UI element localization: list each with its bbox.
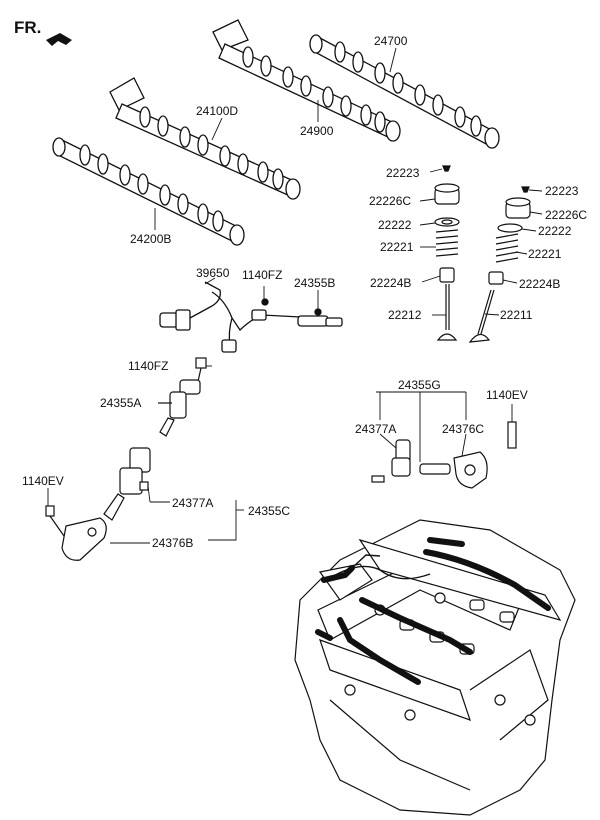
part-label-22222-right: 22222 bbox=[538, 224, 572, 238]
engine-highlight-harness bbox=[315, 537, 551, 685]
part-label-22224b-right: 22224B bbox=[519, 277, 561, 291]
part-label-24200b: 24200B bbox=[130, 232, 172, 246]
part-label-1140ev-right: 1140EV bbox=[486, 388, 528, 402]
wiring-harness-39650 bbox=[159, 281, 343, 353]
valve-leaders bbox=[419, 168, 543, 316]
part-label-1140ev-left: 1140EV bbox=[22, 474, 64, 488]
part-label-22223-right: 22223 bbox=[545, 184, 579, 198]
camshaft-leaders bbox=[154, 47, 397, 230]
valve-assembly-left bbox=[434, 165, 460, 341]
part-label-24100d: 24100D bbox=[196, 104, 239, 118]
part-label-24900: 24900 bbox=[300, 124, 334, 138]
valve-assembly-right bbox=[468, 186, 531, 343]
oil-control-valve-24355c bbox=[45, 447, 151, 561]
oil-control-valve-24355g bbox=[371, 421, 517, 489]
camshaft-24700 bbox=[309, 34, 500, 149]
part-label-24355g: 24355G bbox=[398, 378, 441, 392]
part-label-1140fz-mid: 1140FZ bbox=[128, 359, 169, 373]
part-label-22226c-right: 22226C bbox=[545, 208, 588, 222]
part-label-24355a: 24355A bbox=[100, 396, 142, 410]
part-label-24377a-right: 24377A bbox=[355, 422, 397, 436]
front-direction-label: FR. bbox=[14, 18, 42, 37]
part-label-22211: 22211 bbox=[500, 308, 533, 322]
front-direction-arrow-icon bbox=[46, 33, 72, 46]
engine-harness-wire bbox=[329, 554, 431, 580]
part-label-22221-left: 22221 bbox=[380, 240, 414, 254]
ocv-c-leaders bbox=[47, 485, 244, 544]
camshaft-24200b bbox=[52, 137, 245, 246]
part-label-24355c: 24355C bbox=[248, 504, 291, 518]
part-label-24700: 24700 bbox=[374, 34, 408, 48]
part-label-24355b: 24355B bbox=[294, 276, 336, 290]
oil-control-valve-24355a bbox=[158, 357, 207, 437]
part-label-24376c: 24376C bbox=[442, 422, 485, 436]
part-label-24376b: 24376B bbox=[152, 536, 194, 550]
part-label-22226c-left: 22226C bbox=[369, 194, 412, 208]
part-label-22222-left: 22222 bbox=[378, 218, 412, 232]
camshaft-24900 bbox=[212, 19, 401, 142]
camshaft-24100d bbox=[109, 77, 301, 200]
part-label-22212: 22212 bbox=[388, 308, 422, 322]
part-label-22221-right: 22221 bbox=[528, 247, 562, 261]
ocv-g-leaders bbox=[376, 391, 513, 462]
part-label-39650: 39650 bbox=[196, 266, 230, 280]
engine-block bbox=[294, 519, 576, 816]
part-label-1140fz-top: 1140FZ bbox=[242, 268, 283, 282]
part-label-24377a-left: 24377A bbox=[172, 496, 214, 510]
part-label-22223-left: 22223 bbox=[386, 166, 420, 180]
part-label-22224b-left: 22224B bbox=[370, 276, 412, 290]
